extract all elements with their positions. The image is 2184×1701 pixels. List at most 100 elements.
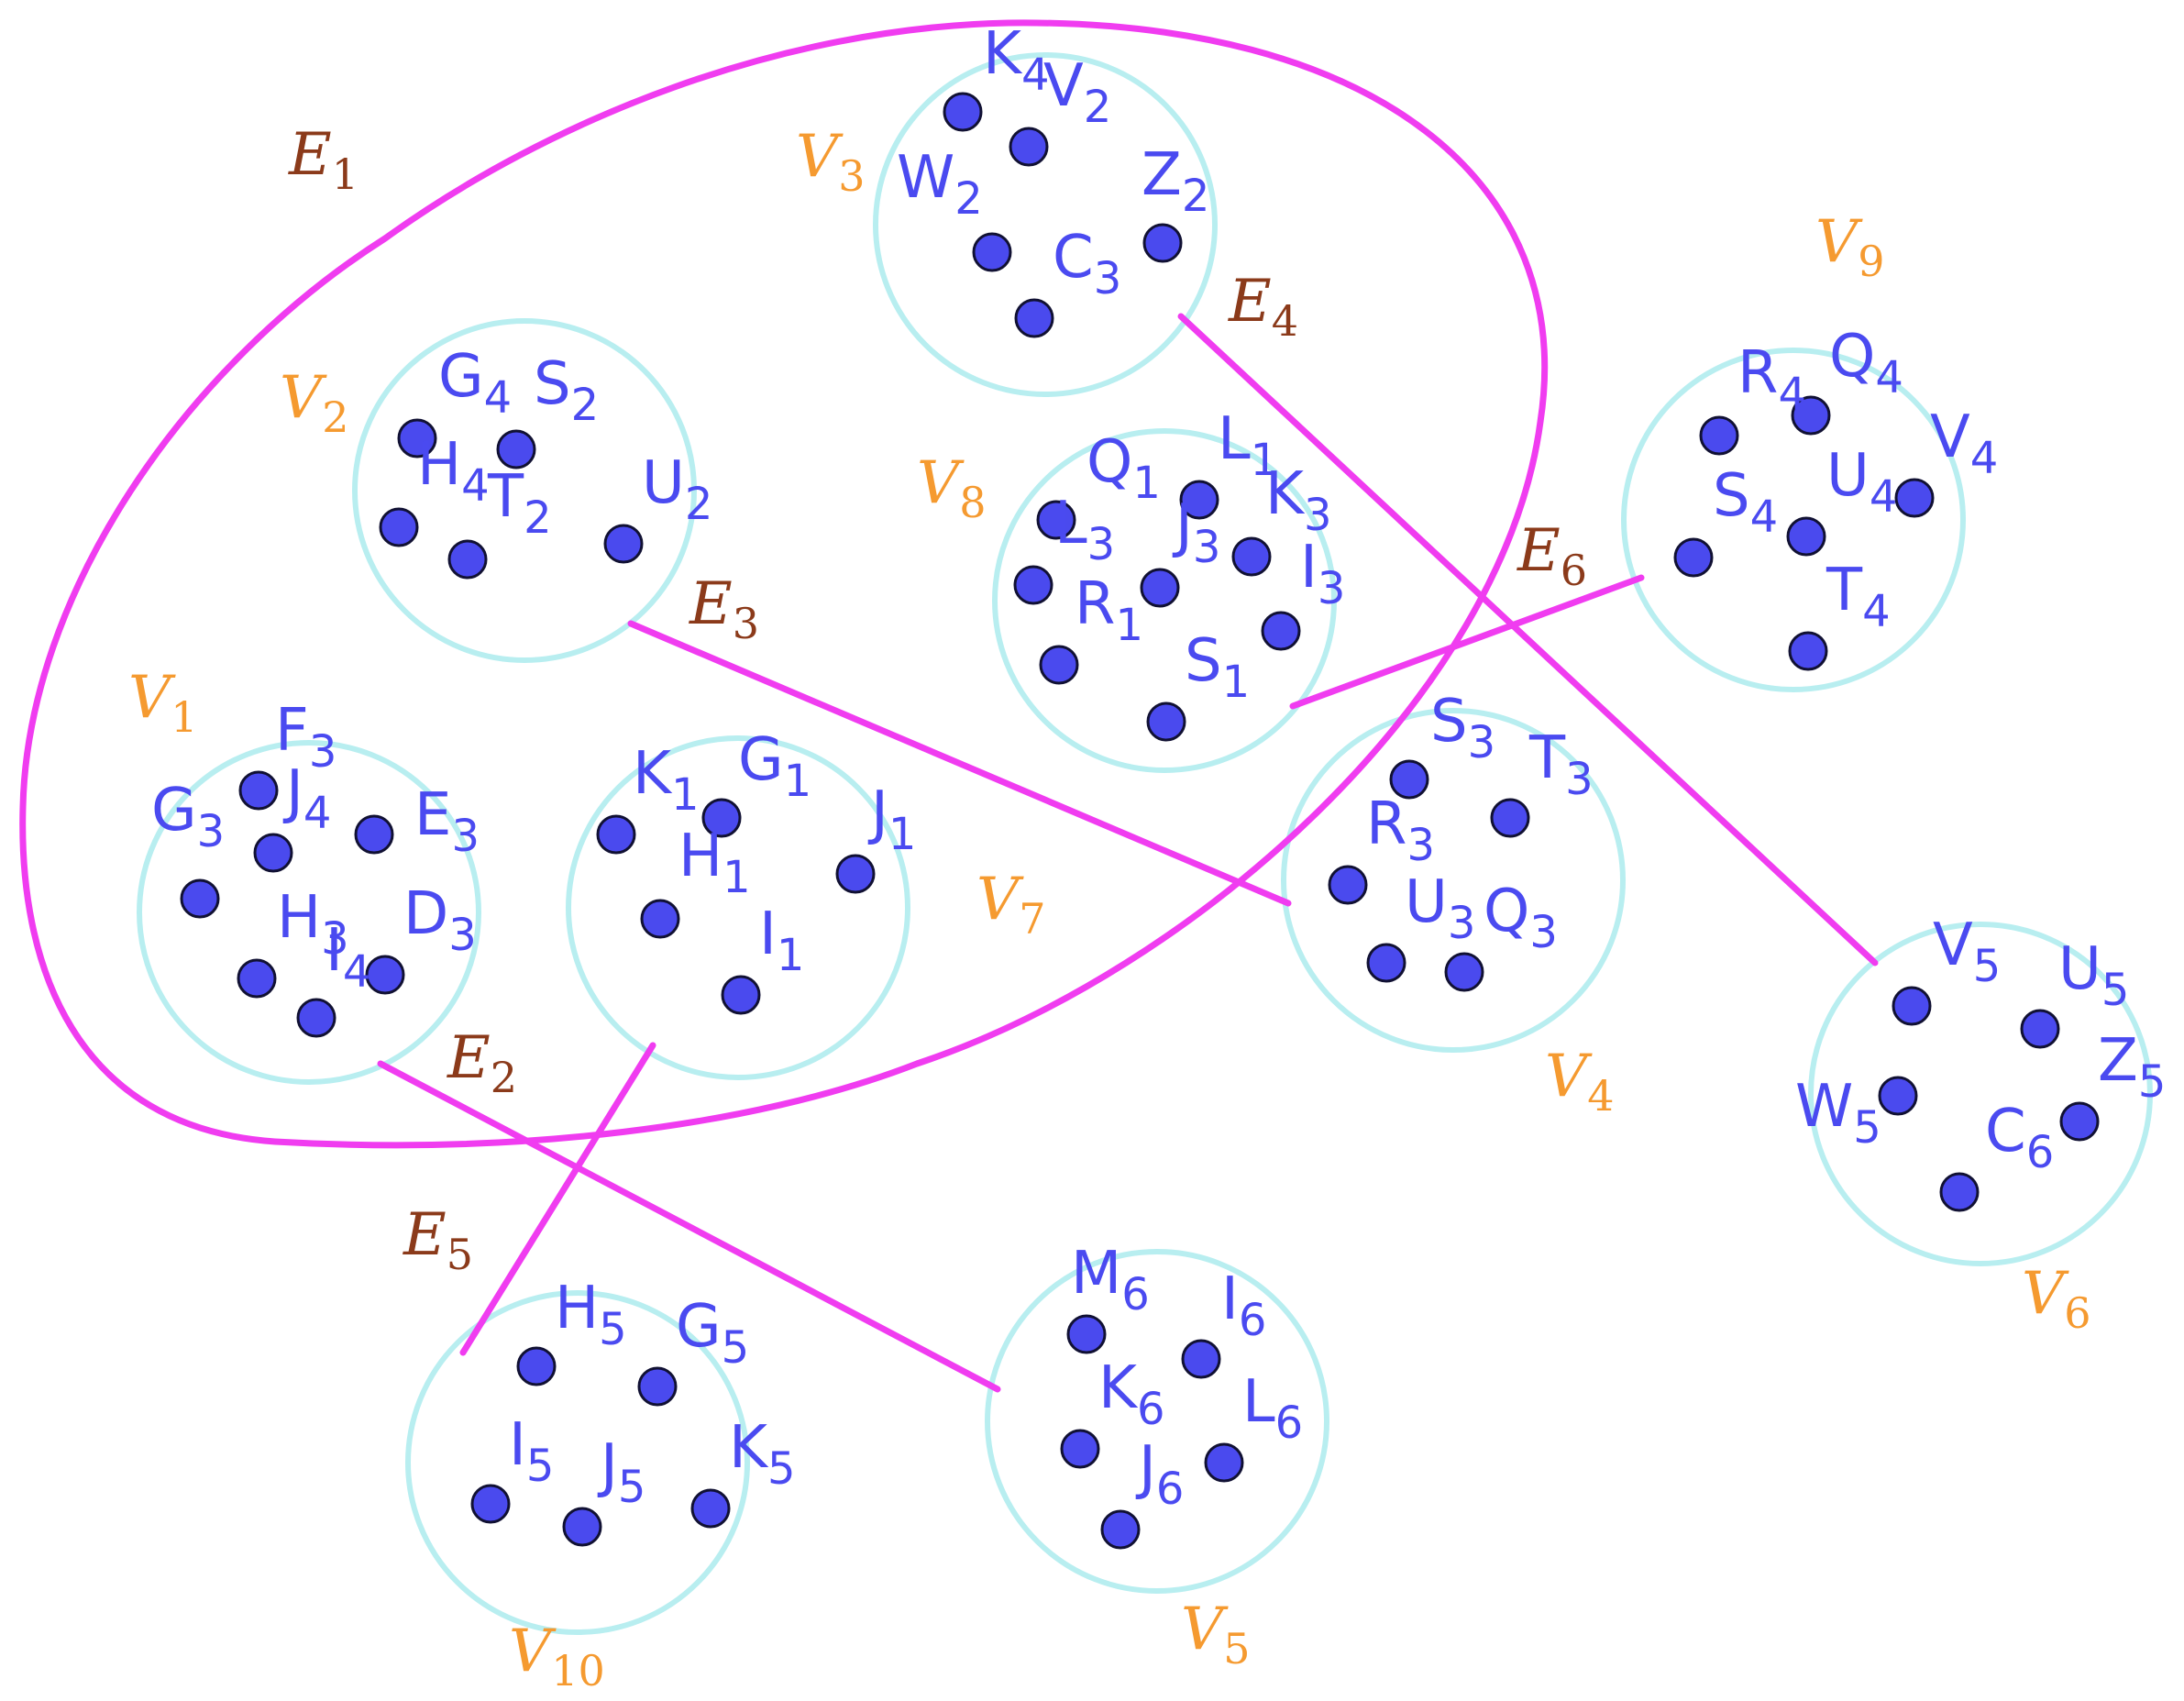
group-label-v5: V5 bbox=[1181, 1596, 1251, 1673]
hyperedge-e5 bbox=[459, 1042, 656, 1356]
node-label-v5: V5 bbox=[1933, 911, 2001, 992]
group-label-v2: V2 bbox=[280, 364, 349, 442]
node-label-s1: S1 bbox=[1185, 627, 1250, 708]
node-label-r3: R3 bbox=[1366, 790, 1435, 871]
node-dot-s2 bbox=[496, 429, 536, 469]
node-dot-i4 bbox=[296, 998, 336, 1038]
node-dot-k5 bbox=[690, 1488, 731, 1529]
node-label-w2: W2 bbox=[897, 144, 983, 225]
node-label-k5: K5 bbox=[729, 1414, 796, 1495]
circle-v7 bbox=[566, 735, 910, 1080]
node-dot-i6 bbox=[1181, 1339, 1221, 1379]
node-dots bbox=[180, 92, 2100, 1550]
node-dot-w2 bbox=[972, 232, 1012, 272]
hyperedge-e6 bbox=[1289, 574, 1645, 710]
node-label-z2: Z2 bbox=[1142, 141, 1209, 222]
node-label-g3: G3 bbox=[151, 777, 225, 857]
node-dot-j1 bbox=[835, 854, 876, 894]
edge-label-e6: E6 bbox=[1517, 517, 1587, 595]
node-dot-u2 bbox=[603, 524, 644, 564]
node-label-j6: J6 bbox=[1135, 1434, 1184, 1515]
node-label-r1: R1 bbox=[1075, 570, 1143, 651]
edge-label-e1: E1 bbox=[288, 121, 358, 199]
node-dot-j4 bbox=[253, 833, 293, 873]
node-label-g5: G5 bbox=[676, 1293, 749, 1374]
node-label-h1: H1 bbox=[678, 823, 751, 903]
node-dot-j3 bbox=[1140, 568, 1180, 608]
node-label-k3: K3 bbox=[1265, 460, 1332, 541]
group-label-v10: V10 bbox=[509, 1618, 605, 1695]
node-label-q3: Q3 bbox=[1484, 878, 1558, 958]
node-label-i1: I1 bbox=[759, 900, 804, 981]
edge-label-e5: E5 bbox=[403, 1201, 473, 1279]
node-dot-z2 bbox=[1142, 223, 1183, 263]
node-label-v2: V2 bbox=[1043, 52, 1111, 133]
node-label-t2: T2 bbox=[487, 463, 552, 544]
node-dot-q4 bbox=[1791, 395, 1831, 436]
node-label-l6: L6 bbox=[1242, 1368, 1303, 1449]
node-dot-k4a bbox=[943, 92, 983, 132]
node-label-k4a: K4 bbox=[983, 20, 1050, 101]
node-label-f3: F3 bbox=[275, 697, 336, 778]
node-label-k6: K6 bbox=[1098, 1354, 1165, 1435]
node-label-h5: H5 bbox=[555, 1275, 627, 1355]
hyperedge-e3 bbox=[627, 620, 1292, 907]
node-dot-r3 bbox=[1328, 865, 1368, 905]
node-dot-g3 bbox=[180, 878, 220, 919]
node-label-c6: C6 bbox=[1985, 1098, 2054, 1178]
node-label-w5: W5 bbox=[1795, 1073, 1881, 1154]
circle-v8 bbox=[992, 428, 1337, 773]
node-dot-h4 bbox=[379, 507, 419, 547]
group-label-v7: V7 bbox=[976, 866, 1046, 944]
node-label-h3: H3 bbox=[277, 884, 349, 965]
node-dot-k1 bbox=[596, 814, 636, 855]
node-dot-q1 bbox=[1036, 500, 1076, 540]
circle-v5 bbox=[985, 1249, 1329, 1594]
group-labels: V3 V2 V8 V9 V1 V7 V4 V6 V10 V5 bbox=[128, 123, 2091, 1695]
node-dot-i1 bbox=[721, 975, 761, 1015]
circle-v1 bbox=[137, 740, 481, 1085]
node-dot-u3 bbox=[1366, 943, 1406, 983]
node-label-q1: Q1 bbox=[1086, 428, 1161, 509]
edge-label-e4: E4 bbox=[1228, 268, 1298, 346]
node-dot-i3 bbox=[1261, 611, 1301, 651]
group-label-v3: V3 bbox=[796, 123, 866, 201]
node-dot-r1 bbox=[1039, 645, 1079, 685]
node-label-t3: T3 bbox=[1528, 724, 1594, 805]
hyperedges bbox=[19, 19, 1879, 1393]
node-label-j5: J5 bbox=[597, 1432, 645, 1513]
node-label-d3: D3 bbox=[403, 880, 477, 961]
node-label-s3: S3 bbox=[1430, 688, 1495, 768]
node-label-i6: I6 bbox=[1221, 1265, 1266, 1346]
node-label-i3: I3 bbox=[1300, 534, 1345, 614]
node-dot-e3 bbox=[354, 814, 394, 855]
node-dot-t3 bbox=[1490, 798, 1530, 838]
node-label-u2: U2 bbox=[642, 449, 712, 530]
node-label-i4: I4 bbox=[325, 917, 370, 998]
node-label-m6: M6 bbox=[1071, 1240, 1150, 1320]
node-label-k1: K1 bbox=[633, 740, 700, 821]
hyperedge-e4 bbox=[1177, 313, 1879, 966]
node-dot-h1 bbox=[640, 899, 680, 939]
circle-v9 bbox=[1621, 348, 1966, 692]
node-labels: K4 V2 W2 Z2 C3 G4 S2 H4 T2 U2 Q1 L1 K3 L… bbox=[151, 20, 2166, 1515]
group-label-v8: V8 bbox=[917, 449, 987, 527]
node-dot-t4 bbox=[1788, 631, 1828, 671]
node-dot-k6 bbox=[1060, 1429, 1100, 1469]
node-label-z5: Z5 bbox=[2098, 1027, 2166, 1108]
node-dot-g5 bbox=[637, 1366, 678, 1407]
circle-v2 bbox=[352, 318, 697, 663]
node-dot-v2 bbox=[1009, 127, 1049, 167]
circle-v3 bbox=[873, 52, 1218, 397]
node-label-j3: J3 bbox=[1172, 492, 1220, 573]
node-dot-g1 bbox=[701, 798, 742, 838]
node-dot-u4 bbox=[1786, 516, 1826, 557]
node-label-l1: L1 bbox=[1218, 405, 1278, 486]
node-dot-l3 bbox=[1013, 565, 1053, 605]
node-dot-h3 bbox=[237, 958, 277, 999]
node-label-u3: U3 bbox=[1405, 868, 1475, 949]
node-dot-i5 bbox=[470, 1484, 511, 1524]
node-label-i5: I5 bbox=[509, 1411, 554, 1492]
node-label-g1: G1 bbox=[738, 726, 811, 807]
